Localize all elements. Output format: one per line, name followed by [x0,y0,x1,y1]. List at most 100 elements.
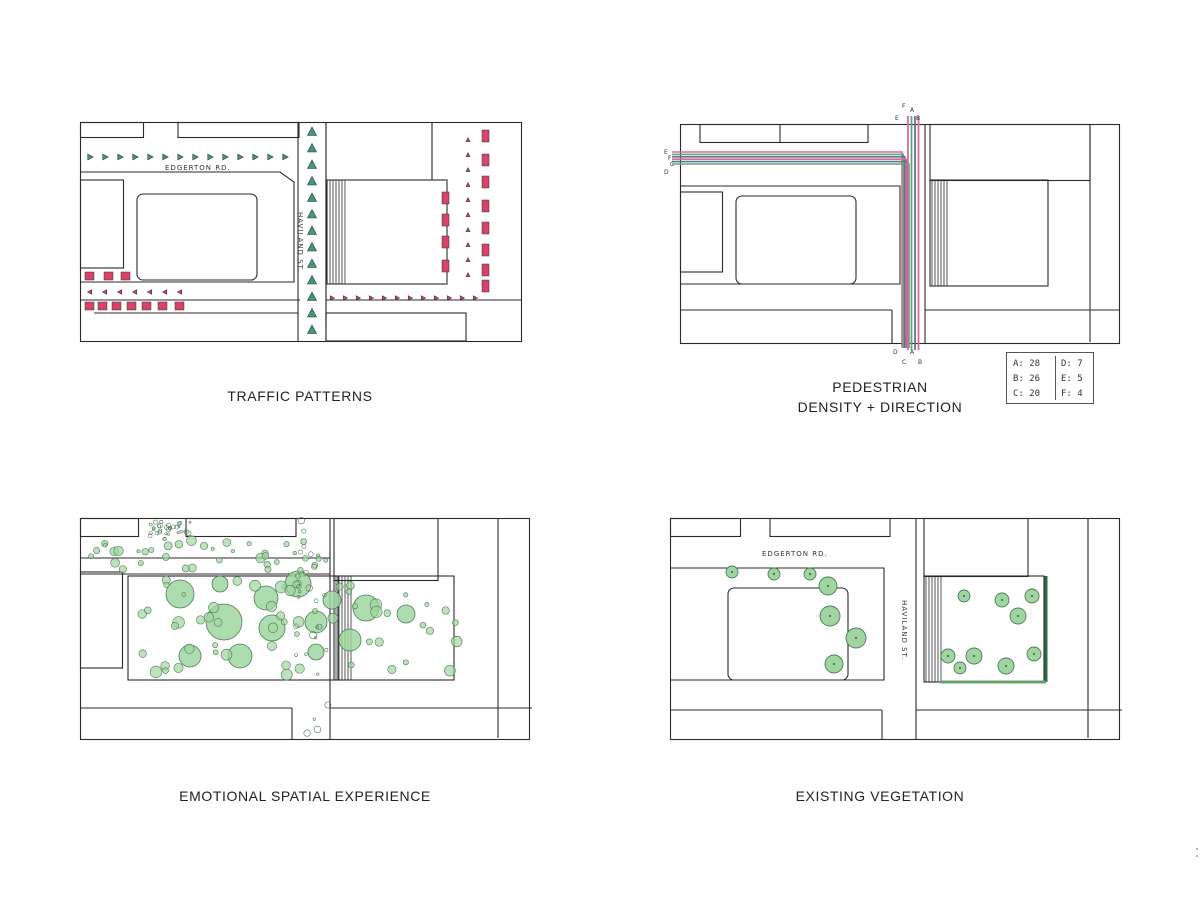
vehicle-triangle [87,153,94,161]
experience-circle [162,553,170,561]
experience-circle [403,592,409,598]
vehicle-triangle [465,137,471,142]
experience-circle [323,558,329,563]
vehicle-triangle [307,208,317,219]
vehicle-triangle [307,258,317,268]
pedestrian-legend: A: 28 B: 26 C: 20 D: 7 E: 5 F: 4 [1006,352,1094,404]
vehicle-triangle [146,289,153,295]
legend-entry-d: D: 7 [1061,359,1083,369]
experience-circle [211,575,229,593]
experience-circle [295,573,301,579]
tree-trunk-dot [833,663,835,665]
experience-circle [419,621,427,629]
experience-circle [293,623,299,629]
experience-circle [280,668,293,681]
experience-circle [294,663,305,674]
experience-circle [284,585,296,596]
building-footprint [326,179,448,285]
experience-circle [141,548,149,556]
map-frame [669,517,1121,741]
experience-circle [352,603,358,610]
block-outline [680,185,901,285]
vehicle-triangle [307,192,317,202]
vehicle-triangle [433,295,440,301]
tree-trunk-dot [1005,665,1007,667]
vehicle-triangle [192,153,199,161]
experience-circle [151,526,156,531]
block-outline [325,312,467,342]
experience-circle [210,546,215,551]
path-letter: F [668,155,672,162]
experience-circle [297,589,302,594]
emotional-caption: EMOTIONAL SPATIAL EXPERIENCE [179,788,431,804]
vehicle-triangle [307,159,317,169]
parked-car [84,301,95,311]
experience-circle [387,664,397,674]
tree-trunk-dot [809,573,811,575]
experience-circle [314,636,318,640]
experience-circle [309,631,317,639]
parked-car [441,259,450,273]
experience-circle [110,557,120,568]
experience-circle [267,622,279,633]
vehicle-triangle [307,241,317,252]
experience-circle [366,638,373,646]
building-footprint [333,575,455,681]
vehicle-triangle [465,212,471,217]
experience-circle [370,605,383,618]
experience-circle [297,567,304,574]
page-edge-mark [1196,848,1198,857]
parked-car [481,129,490,143]
vehicle-triangle [102,153,109,161]
experience-circle [181,564,190,573]
experience-circle [302,555,309,562]
block-outline [670,567,885,681]
pedestrian-path [672,153,905,348]
experience-circle [222,538,232,547]
vehicle-triangle [282,153,289,161]
experience-circle [212,642,219,649]
vehicle-triangle [147,153,154,161]
experience-circle [151,527,156,531]
vehicle-triangle [86,289,93,295]
experience-circle [264,566,272,573]
experience-circle [205,603,243,641]
experience-circle [148,547,155,553]
experience-circle [425,626,434,635]
vehicle-triangle [465,257,471,262]
experience-circle [170,621,179,630]
experience-circle [322,590,342,610]
experience-circle [294,631,300,637]
path-letter: B [916,115,920,122]
building-footprint [136,193,258,281]
vehicle-triangle [420,295,427,301]
experience-circle [163,581,170,588]
vehicle-triangle [162,153,169,161]
block-outline [769,517,891,538]
block-outline [79,121,145,139]
path-letter: C [902,359,906,366]
experience-circle [261,552,269,560]
pedestrian-path [672,163,910,348]
parked-car [481,263,490,277]
vehicle-triangle [207,153,214,161]
experience-circle [452,619,459,626]
tree-trunk-dot [1031,595,1033,597]
vehicle-triangle [465,272,471,277]
tree-trunk-dot [829,615,831,617]
vehicle-triangle [176,289,183,295]
experience-circle [216,557,223,564]
experience-circle [148,531,153,535]
traffic-map: EDGERTON RD.HAVILAND ST. [79,121,523,343]
experience-circle [304,610,328,634]
legend-entry-a: A: 28 [1013,359,1041,369]
block-outline [79,179,125,269]
experience-circle [298,549,303,555]
block-outline [929,123,1091,182]
experience-circle [118,565,127,574]
parked-car [157,301,168,311]
experience-circle [178,521,183,525]
experience-circle [315,555,322,562]
experience-circle [292,616,305,628]
experience-circle [147,533,153,538]
